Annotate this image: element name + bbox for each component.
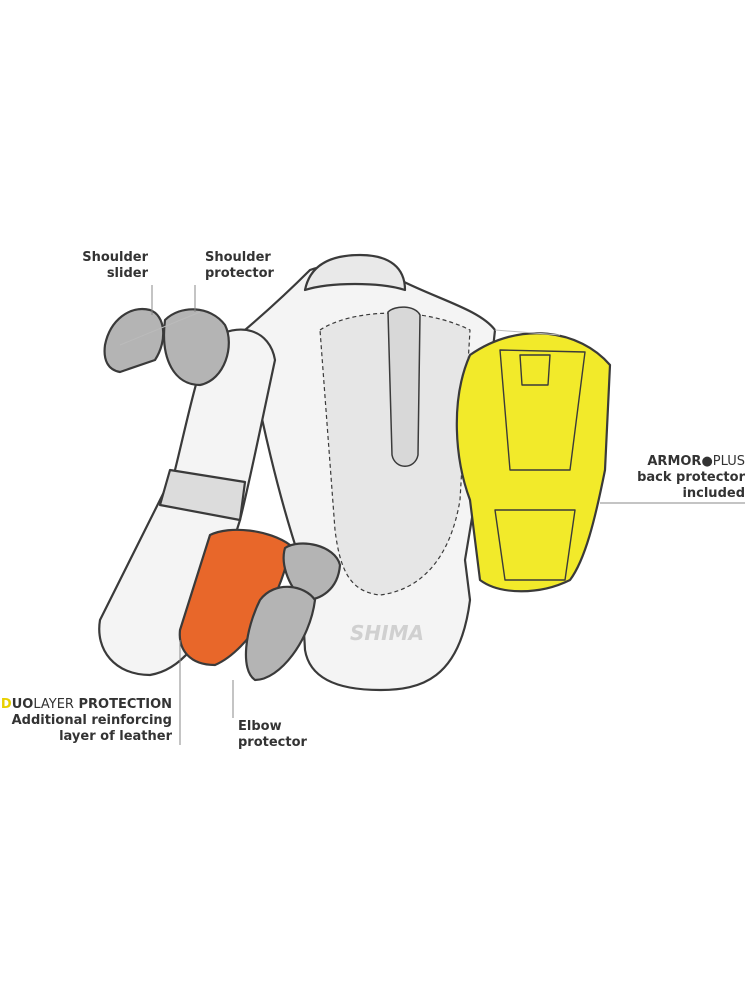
spine-vent xyxy=(387,306,421,467)
label-shoulder-protector: Shoulder protector xyxy=(205,250,274,281)
shoulder-slider xyxy=(103,307,165,374)
shoulder-protector xyxy=(162,308,230,387)
jacket-logo: SHIMA xyxy=(350,621,424,645)
arm-cuff xyxy=(158,468,247,522)
jacket-collar xyxy=(303,253,407,292)
armor-plus-logo: ARMOR●PLUS xyxy=(647,454,745,469)
back-protector xyxy=(455,332,612,593)
elbow-protector-lower xyxy=(244,585,317,682)
armor-plus-icon: ● xyxy=(701,454,713,469)
label-elbow-protector: Elbow protector xyxy=(238,719,307,750)
label-armor-plus: ARMOR●PLUS back protector included xyxy=(637,454,745,501)
label-shoulder-slider: Shoulder slider xyxy=(82,250,148,281)
duolayer-logo: DUOLAYER PROTECTION xyxy=(0,697,172,712)
elbow-protector xyxy=(282,542,342,602)
label-duolayer: DUOLAYER PROTECTION Additional reinforci… xyxy=(0,697,172,744)
